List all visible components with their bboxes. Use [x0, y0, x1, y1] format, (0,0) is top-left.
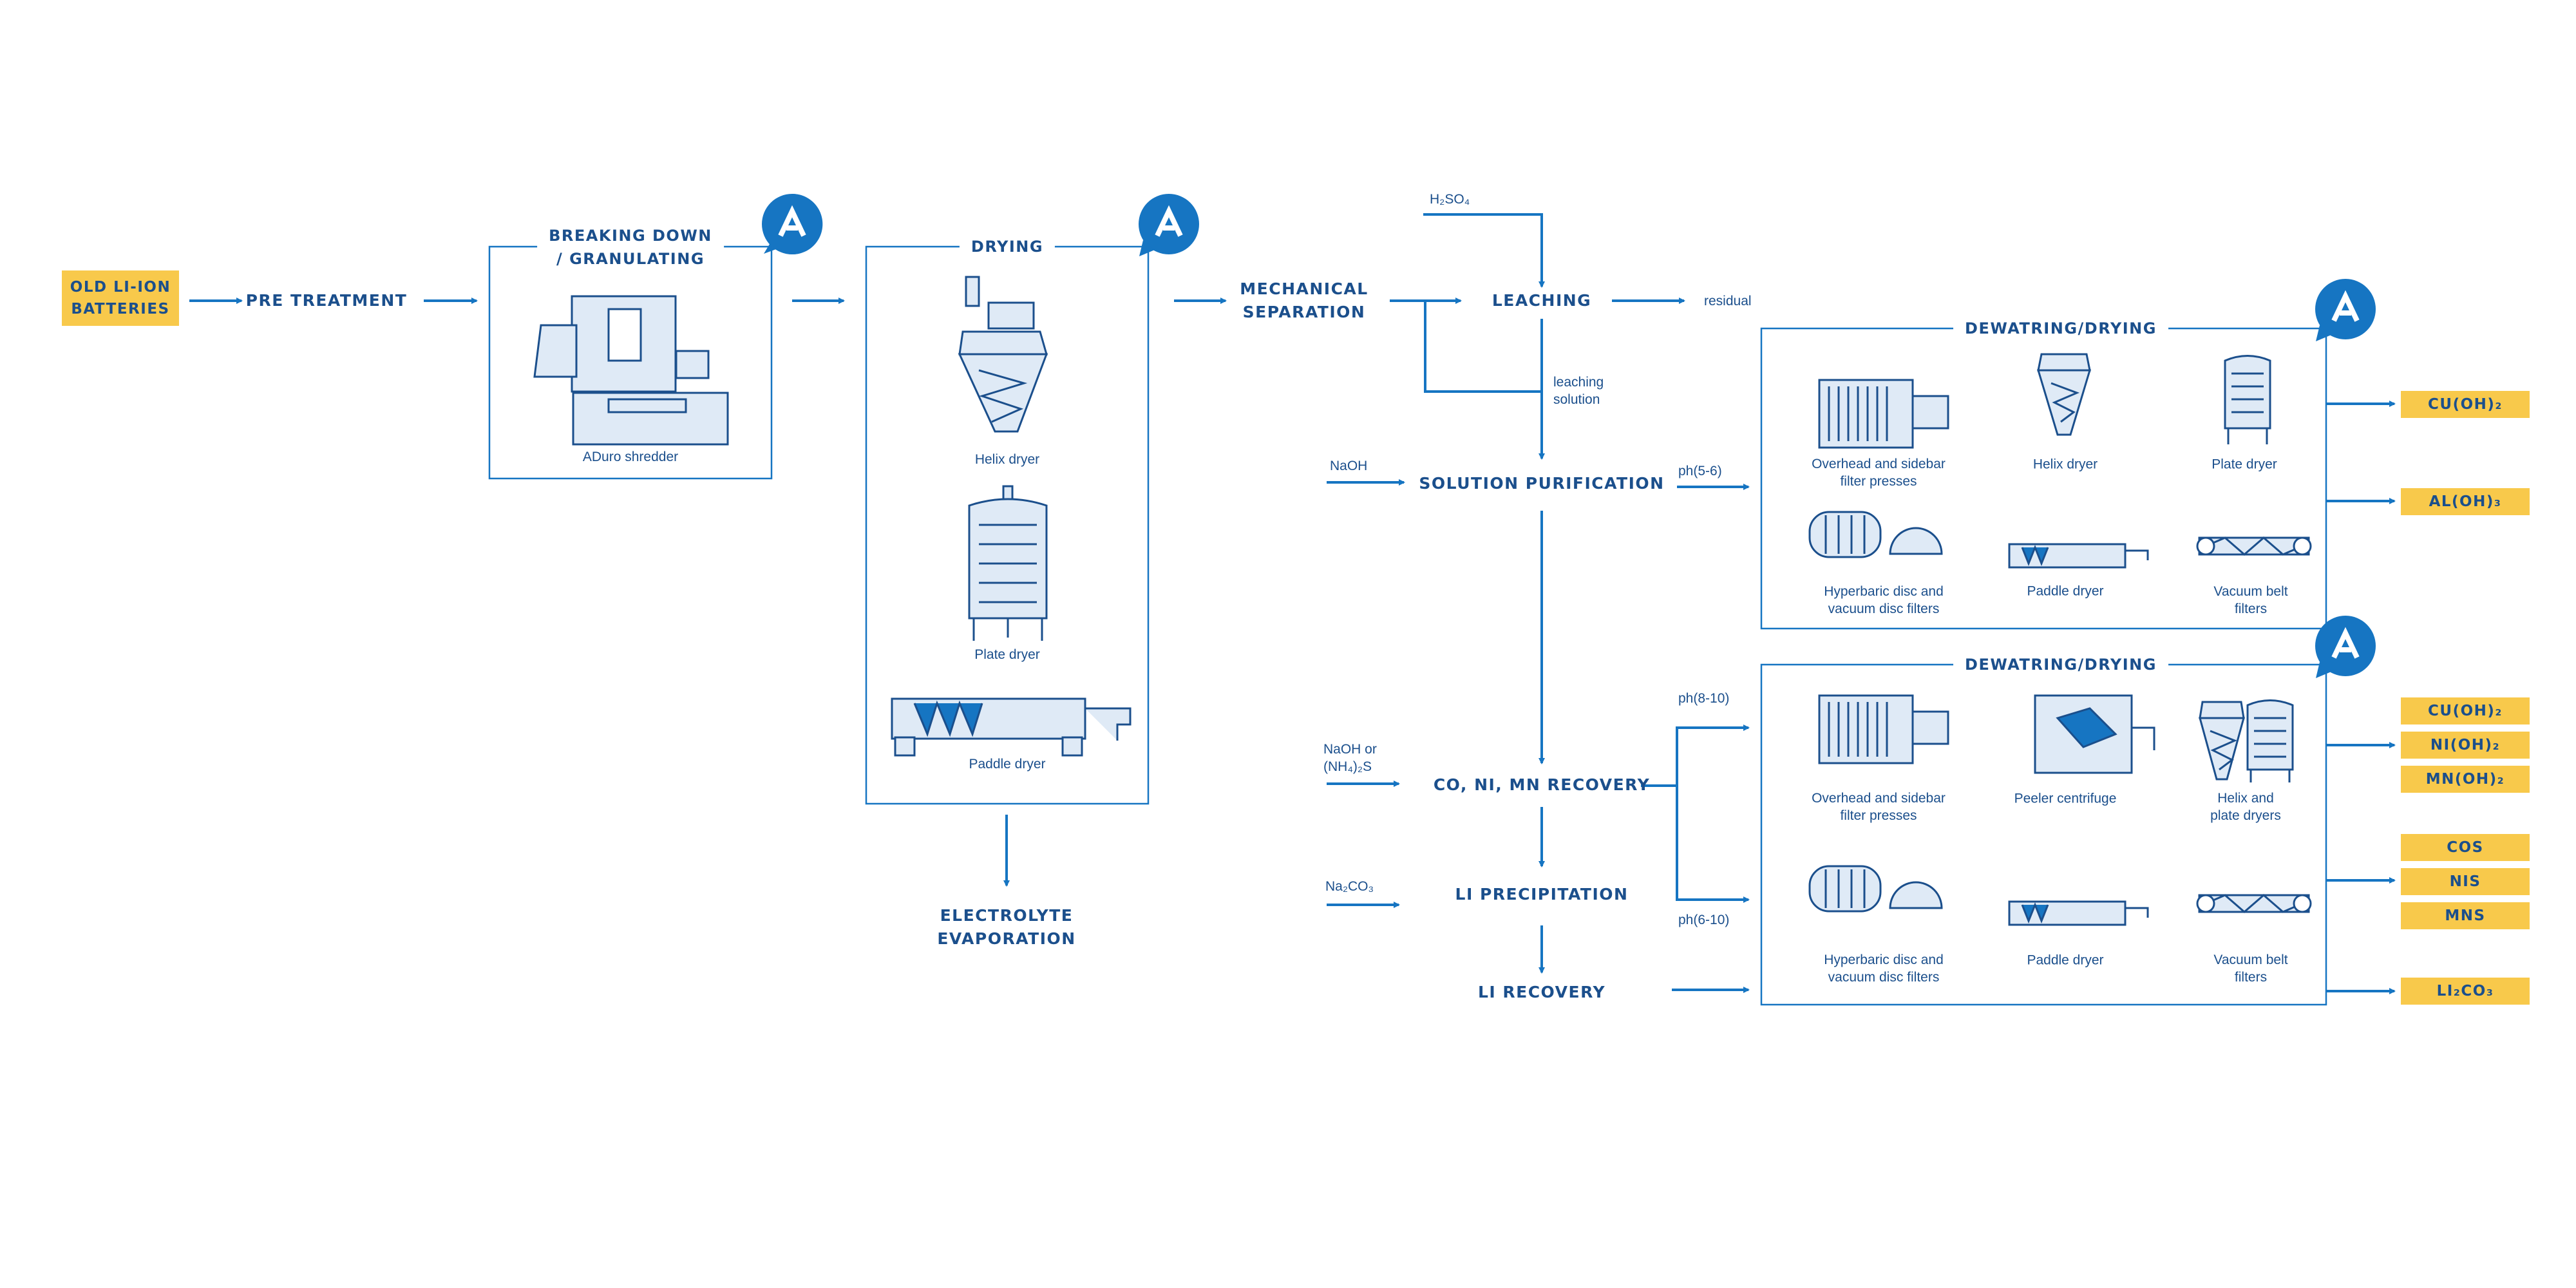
note-ph-8-10: ph(8-10) — [1678, 691, 1730, 706]
caption-plate-dryer: Plate dryer — [974, 647, 1040, 662]
caption-aduro-shredder: ADuro shredder — [582, 450, 679, 464]
helix-dryer-icon — [2199, 701, 2245, 781]
box-title-breaking-down: BREAKING DOWN / GRANULATING — [537, 224, 724, 270]
caption-filter-presses: Overhead and sidebar filter presses — [1812, 791, 1946, 823]
peeler-centrifuge-icon — [2034, 694, 2155, 774]
caption-peeler-centrifuge: Peeler centrifuge — [2014, 791, 2117, 806]
caption-disc-filters: Hyperbaric disc and vacuum disc filters — [1824, 584, 1944, 616]
output-cu-oh-2: CU(OH)₂ — [2401, 391, 2530, 418]
paddle-dryer-icon — [891, 697, 1132, 757]
brand-pin-icon — [762, 193, 823, 254]
helix-dryer-icon — [958, 276, 1048, 433]
note-naoh: NaOH — [1330, 459, 1368, 473]
output-cos: COS — [2401, 834, 2530, 861]
output-al-oh-3: AL(OH)₃ — [2401, 488, 2530, 515]
box-title-dewatering-upper: DEWATRING/DRYING — [1953, 317, 2168, 340]
caption-helix-dryer: Helix dryer — [974, 452, 1040, 467]
disc-filter-icon — [1808, 865, 1943, 913]
note-na2co3: Na₂CO₃ — [1325, 879, 1374, 894]
filter-press-icon — [1818, 694, 1949, 764]
paddle-dryer-icon — [2008, 900, 2149, 926]
output-ni-oh-2: NI(OH)₂ — [2401, 732, 2530, 759]
box-title-dewatering-lower: DEWATRING/DRYING — [1953, 653, 2168, 676]
output-nis: NIS — [2401, 868, 2530, 895]
vacuum-belt-filter-icon — [2196, 536, 2312, 556]
caption-paddle-dryer: Paddle dryer — [969, 757, 1046, 772]
stage-leaching: LEACHING — [1492, 291, 1592, 310]
vacuum-belt-filter-icon — [2196, 894, 2312, 913]
output-cu-oh-2: CU(OH)₂ — [2401, 697, 2530, 724]
input-batteries: OLD LI-ION BATTERIES — [62, 270, 179, 326]
brand-pin-icon — [2315, 279, 2376, 341]
caption-helix-and-plate-dryers: Helix and plate dryers — [2210, 791, 2281, 823]
note-leaching-solution: leaching solution — [1553, 375, 1604, 407]
output-mn-oh-2: MN(OH)₂ — [2401, 766, 2530, 793]
plate-dryer-icon — [2246, 699, 2294, 782]
note-naoh-or-nh4-2s: NaOH or (NH₄)₂S — [1323, 742, 1377, 774]
disc-filter-icon — [1808, 511, 1943, 558]
brand-pin-icon — [1139, 194, 1199, 256]
note-residual: residual — [1704, 294, 1752, 308]
caption-helix-dryer: Helix dryer — [2032, 457, 2098, 472]
stage-co-ni-mn-recovery: CO, NI, MN RECOVERY — [1433, 775, 1651, 794]
stage-li-recovery: LI RECOVERY — [1477, 983, 1606, 1001]
caption-vacuum-belt-filters: Vacuum belt filters — [2213, 584, 2288, 616]
note-ph-6-10: ph(6-10) — [1678, 913, 1730, 927]
output-mns: MNS — [2401, 902, 2530, 929]
helix-dryer-icon — [2036, 353, 2092, 436]
note-h2so4: H₂SO₄ — [1430, 192, 1470, 207]
brand-pin-icon — [2315, 616, 2376, 678]
stage-mechanical-separation: MECHANICAL SEPARATION — [1240, 279, 1368, 321]
stage-solution-purification: SOLUTION PURIFICATION — [1419, 474, 1665, 493]
caption-vacuum-belt-filters: Vacuum belt filters — [2213, 952, 2288, 985]
flow-arrows — [189, 213, 2396, 994]
stage-pre-treatment: PRE TREATMENT — [245, 291, 408, 310]
shredder-icon — [533, 295, 729, 446]
output-li2co3: LI₂CO₃ — [2401, 978, 2530, 1005]
caption-filter-presses: Overhead and sidebar filter presses — [1812, 457, 1946, 489]
plate-dryer-icon — [968, 485, 1048, 641]
caption-disc-filters: Hyperbaric disc and vacuum disc filters — [1824, 952, 1944, 985]
note-ph-5-6: ph(5-6) — [1678, 464, 1722, 478]
stage-electrolyte-evaporation: ELECTROLYTE EVAPORATION — [937, 906, 1076, 948]
paddle-dryer-icon — [2008, 543, 2149, 569]
box-title-drying: DRYING — [959, 235, 1056, 258]
caption-plate-dryer: Plate dryer — [2211, 457, 2277, 472]
caption-paddle-dryer: Paddle dryer — [2027, 583, 2104, 599]
stage-li-precipitation: LI PRECIPITATION — [1455, 885, 1629, 904]
caption-paddle-dryer: Paddle dryer — [2027, 952, 2104, 968]
plate-dryer-icon — [2224, 355, 2271, 444]
filter-press-icon — [1818, 379, 1949, 449]
